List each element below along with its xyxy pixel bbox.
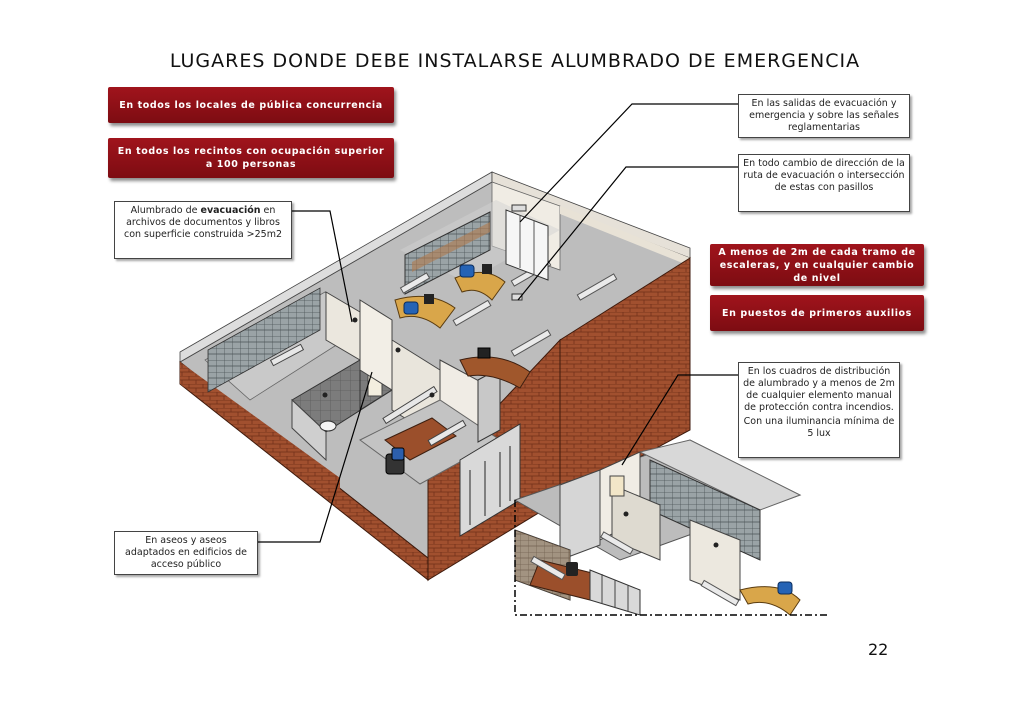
label-ocupacion: En todos los recintos con ocupación supe… xyxy=(108,138,394,178)
note-aseos: En aseos y aseos adaptados en edificios … xyxy=(114,531,258,575)
note-archivos-pre: Alumbrado de xyxy=(130,205,201,216)
main-building xyxy=(179,171,691,582)
note-iluminancia-text: Con una iluminancia mínima de 5 lux xyxy=(743,416,895,439)
page-title: LUGARES DONDE DEBE INSTALARSE ALUMBRADO … xyxy=(169,50,861,72)
note-archivos-bold: evacuación xyxy=(200,205,261,216)
note-cambio-direccion: En todo cambio de dirección de la ruta d… xyxy=(738,154,910,212)
label-primeros-auxilios: En puestos de primeros auxilios xyxy=(710,295,924,331)
note-cuadros: En los cuadros de distribución de alumbr… xyxy=(738,362,900,458)
detail-building xyxy=(513,439,830,616)
leader-lines xyxy=(258,103,738,543)
note-archivos-post: en archivos de documentos y libros con s… xyxy=(123,205,283,240)
label-tramo-escaleras: A menos de 2m de cada tramo de escaleras… xyxy=(710,244,924,286)
page-number: 22 xyxy=(868,640,889,659)
label-publica-concurrencia: En todos los locales de pública concurre… xyxy=(108,87,394,123)
note-cuadros-text: En los cuadros de distribución de alumbr… xyxy=(743,366,895,413)
note-archivos: Alumbrado de evacuación en archivos de d… xyxy=(114,201,292,259)
note-salidas: En las salidas de evacuación y emergenci… xyxy=(738,94,910,138)
